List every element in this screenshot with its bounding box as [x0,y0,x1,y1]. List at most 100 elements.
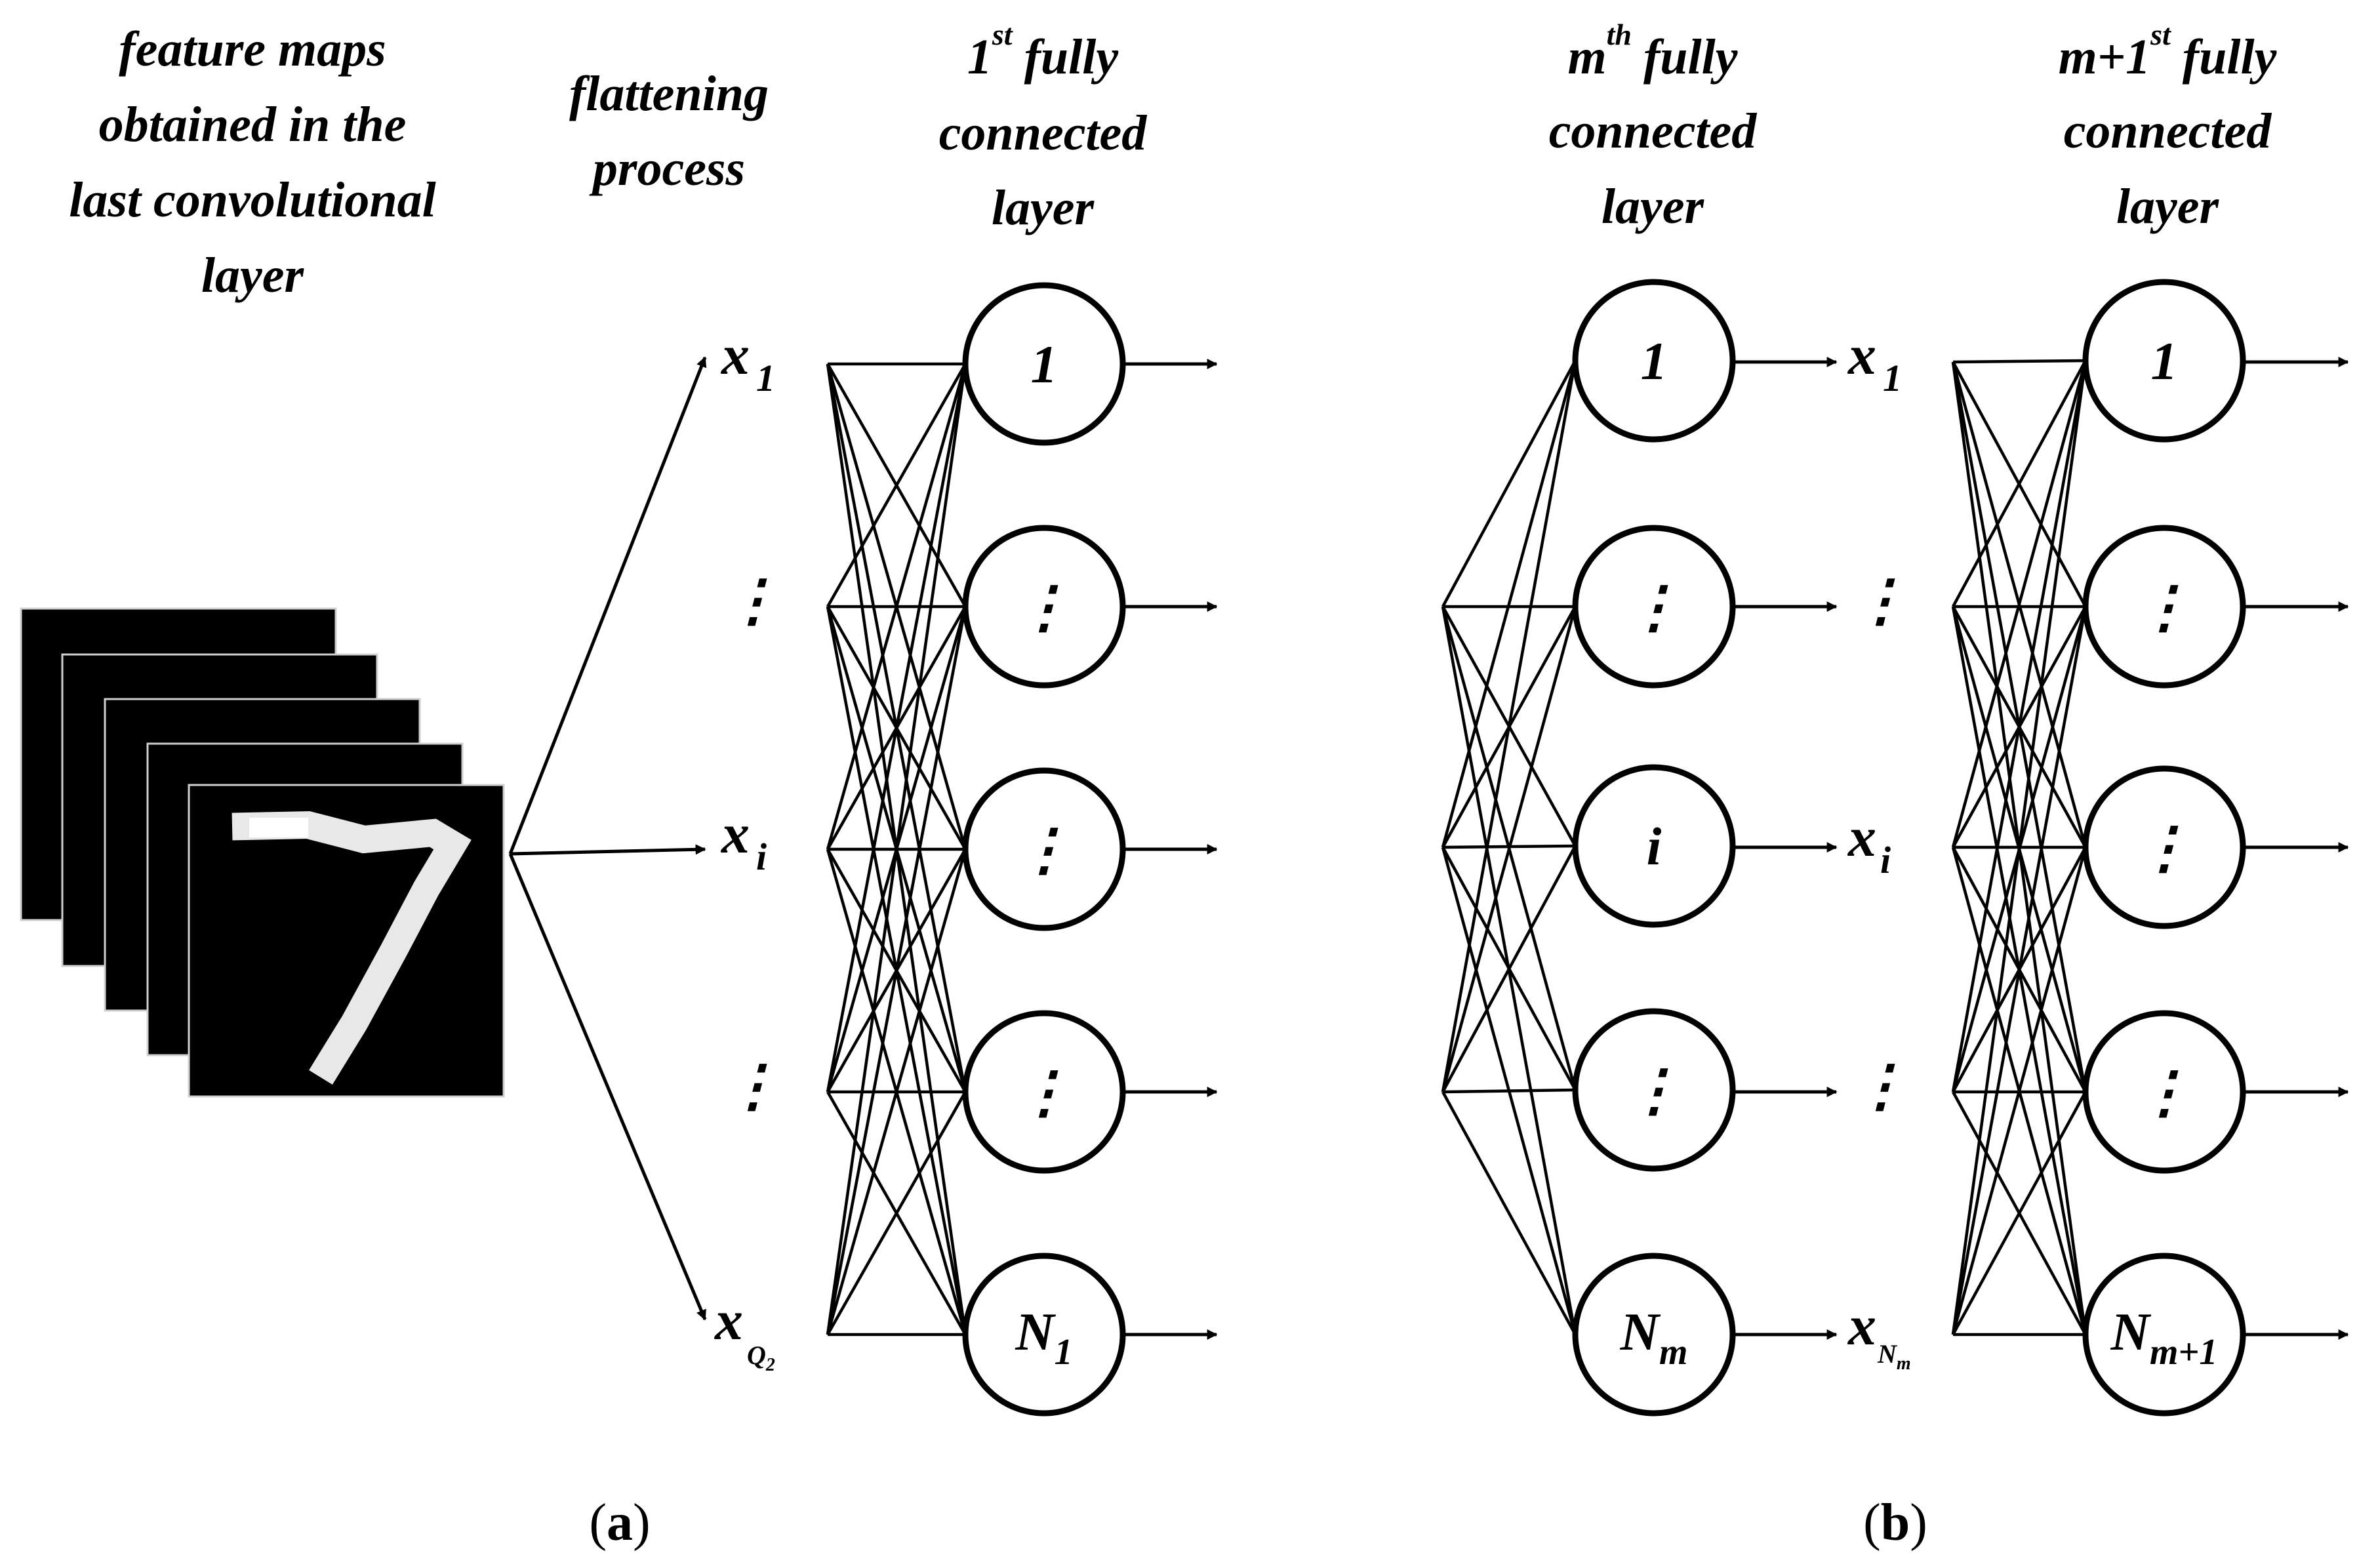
fc1-node-last [962,1253,1126,1417]
fcm-node-1-label: 1 [1641,331,1668,391]
fc1-header-line-2: connected [939,106,1148,161]
fcm-node-i-label: i [1647,816,1662,876]
fcm-edge-0-0 [1441,359,1577,608]
fcm1-edge-1-0 [1952,359,2087,608]
fc1-edge-1-0 [826,363,967,608]
fc1-node-1-label: 1 [1031,334,1058,394]
fc1-nodes: 1 ⋮ ⋮ ⋮ N1 [962,282,1126,1417]
flattening-arrows [508,356,707,1321]
feature-maps-header-line-4: layer [201,248,305,303]
fcm-node-1 [1572,279,1736,443]
fc1-edge-4-2 [826,849,967,1335]
fcm-edge-2-2 [1441,845,1577,1093]
fc1-node-4-ellipsis: ⋮ [1016,1061,1072,1124]
fc1-node-3-ellipsis: ⋮ [1016,818,1072,881]
fcm-edge-2-1 [1441,606,1577,1093]
fc1-node-2-ellipsis: ⋮ [1016,576,1072,639]
fcm1-node-last [2082,1253,2246,1417]
fcm-edge-2-0 [1441,360,1577,1093]
fc1-node-last-label: N1 [1015,1302,1072,1373]
fcm-node-last [1572,1253,1736,1417]
fcm1-node-1 [2082,279,2246,443]
fc1-header-line-3: layer [992,180,1095,235]
fcm1-node-3 [2082,765,2246,929]
edges-mth-to-m1th-layer [1951,359,2087,1337]
fcm1-edge-4-3 [1952,1091,2087,1336]
panel-a: feature maps obtained in the last convol… [20,18,1218,1552]
fcm-edge-2-3 [1442,1088,1576,1094]
fcm1-edge-2-0 [1951,360,2087,848]
output-ellipsis-1: ⋮ [1853,569,1909,632]
fc1-edge-4-0 [826,363,967,1335]
fcm-header-line-2: connected [1549,104,1758,159]
caption-a: (a) [589,1494,650,1552]
fcm1-nodes: 1 ⋮ ⋮ ⋮ Nm+1 [2082,279,2246,1417]
fc1-header-prefix: 1 [967,30,992,85]
fc1-node-3 [962,767,1126,931]
fcm1-edge-4-2 [1951,847,2087,1335]
fcm-edge-2-4 [1441,1091,1577,1336]
flattening-header-line-2: process [589,141,745,196]
fcm-node-i [1572,764,1736,928]
flatten-arrow-mid [510,844,706,856]
feature-map-stack [20,607,505,1098]
fcm-node-4-ellipsis: ⋮ [1626,1059,1682,1122]
fcm-output-arrows [1733,357,1838,1340]
fc1-header-sup: st [992,18,1013,51]
fcm-header-line-3: layer [1602,179,1705,234]
edges-panel-a [826,362,967,1337]
fc1-edge-4-1 [826,606,967,1335]
input-xq-label: xQ2 [714,1289,775,1375]
fcm-node-4 [1572,1008,1736,1172]
fcm-edge-1-0 [1441,360,1577,848]
fc1-edge-3-0 [826,363,967,1093]
input-ellipsis-2: ⋮ [725,1055,781,1117]
fc1-edge-2-0 [826,363,967,850]
fcm1-node-2-ellipsis: ⋮ [2136,576,2192,639]
fc1-header-word: fully [1024,30,1119,85]
fcm1-edge-3-0 [1951,360,2087,1093]
fc1-node-1 [962,282,1126,446]
fcm1-node-3-ellipsis: ⋮ [2136,816,2192,879]
fc1-node-4 [962,1010,1126,1174]
flatten-arrow-top [508,356,707,854]
fcm1-output-arrows [2244,357,2349,1340]
fcm1-node-4-ellipsis: ⋮ [2136,1061,2192,1124]
fc1-node-2 [962,525,1126,689]
output-ellipsis-2: ⋮ [1853,1055,1909,1117]
input-ellipsis-1: ⋮ [725,569,781,632]
flatten-arrow-bottom [508,853,707,1321]
edges-input-to-mth-layer [1441,359,1577,1336]
fcm1-node-2 [2082,525,2246,689]
flattening-header-line-1: flattening [569,66,769,121]
fcm1-node-last-label: Nm+1 [2110,1302,2218,1373]
fcm1-header-line-2: connected [2064,104,2272,159]
fcm1-edge-4-1 [1951,606,2087,1335]
fc1-edge-4-3 [826,1091,967,1336]
digit-seven-image [232,811,472,1085]
fcm1-node-4 [2082,1010,2246,1174]
fcm-node-last-label: Nm [1620,1302,1688,1373]
feature-maps-header-line-1: feature maps [119,22,386,77]
fcm1-edge-4-0 [1951,360,2087,1335]
fcm1-header-line-3: layer [2116,179,2220,234]
output-xn-label: xNm [1847,1294,1911,1374]
fc1-output-arrows [1123,359,1218,1340]
feature-maps-header-line-3: last convolutional [69,172,436,228]
fcm-node-2-ellipsis: ⋮ [1626,576,1682,639]
fcm1-node-1-label: 1 [2151,331,2178,391]
